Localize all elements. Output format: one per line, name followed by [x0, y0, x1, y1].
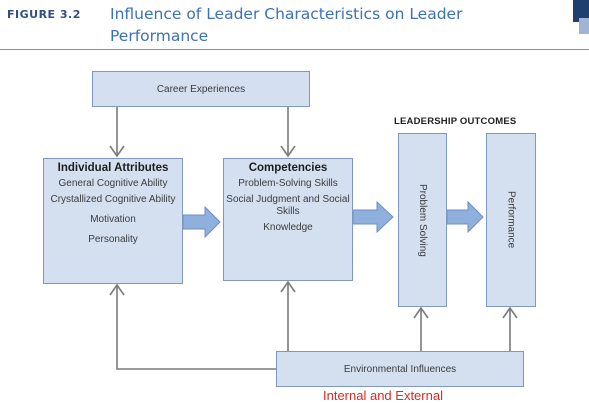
corner-decoration — [573, 0, 589, 22]
performance-box: Performance — [486, 133, 536, 307]
individual-attributes-title: Individual Attributes — [57, 162, 169, 174]
attribute-item: Motivation — [90, 214, 136, 225]
competency-item: Knowledge — [263, 222, 313, 233]
title-divider — [0, 49, 589, 50]
environmental-influences-box: Environmental Influences — [276, 351, 524, 387]
environmental-influences-label: Environmental Influences — [343, 363, 457, 375]
arrowhead-environment-to-competencies — [280, 280, 296, 293]
arrowhead-career-to-attributes — [109, 145, 125, 158]
competency-item: Social Judgment and Social Skills — [226, 194, 350, 217]
attribute-item: Crystallized Cognitive Ability — [50, 194, 176, 205]
career-experiences-box: Career Experiences — [92, 71, 310, 107]
block-arrow-problem-solving-to-performance — [446, 200, 484, 234]
problem-solving-box: Problem Solving — [398, 133, 447, 307]
corner-decoration-secondary — [579, 18, 589, 34]
figure-label: FIGURE 3.2 — [7, 8, 81, 21]
block-arrow-competencies-to-problem-solving — [352, 200, 394, 234]
leadership-outcomes-heading: LEADERSHIP OUTCOMES — [394, 116, 517, 127]
internal-external-annotation: Internal and External — [323, 388, 443, 403]
block-arrow-attributes-to-competencies — [182, 205, 221, 239]
performance-label: Performance — [505, 191, 517, 249]
arrowhead-environment-to-attributes — [109, 283, 125, 296]
attribute-item: General Cognitive Ability — [58, 178, 168, 189]
attribute-item: Personality — [88, 234, 138, 245]
competencies-box: Competencies Problem-Solving Skills Soci… — [223, 158, 353, 281]
competencies-title: Competencies — [248, 162, 328, 174]
problem-solving-label: Problem Solving — [417, 183, 428, 257]
individual-attributes-box: Individual Attributes General Cognitive … — [43, 158, 183, 284]
career-experiences-label: Career Experiences — [156, 83, 246, 95]
arrowhead-career-to-competencies — [280, 145, 296, 158]
connector-environment-to-attributes — [116, 286, 276, 370]
arrowhead-environment-to-performance — [502, 306, 518, 319]
figure-title: Influence of Leader Characteristics on L… — [110, 5, 463, 45]
arrowhead-environment-to-problem-solving — [413, 306, 429, 319]
competency-item: Problem-Solving Skills — [238, 178, 338, 189]
